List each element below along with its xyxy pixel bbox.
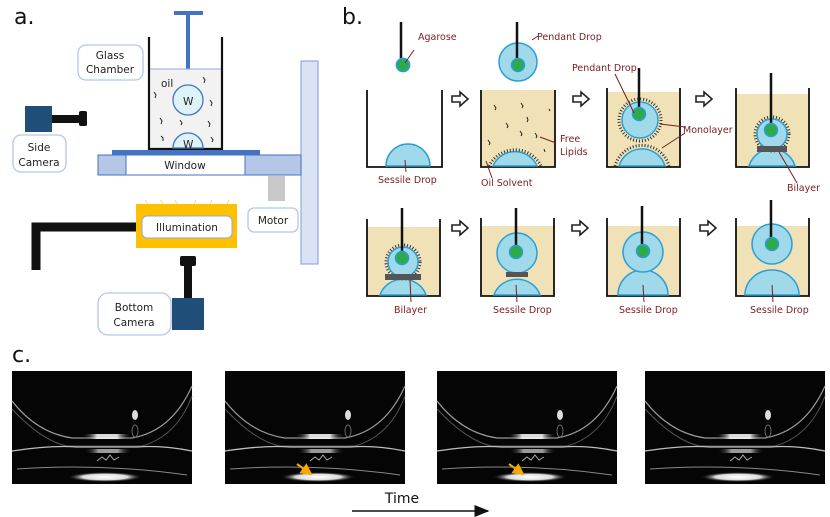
motor-shaft	[268, 176, 285, 201]
glass-chamber	[147, 37, 224, 151]
pendant-drop-label-2: Pendant Drop	[572, 63, 637, 74]
side-camera-lens	[79, 111, 87, 126]
panel-a-label: a.	[14, 5, 34, 30]
water-top-label: W	[183, 96, 194, 108]
panel-c-label: c.	[12, 343, 31, 368]
step-4: Bilayer	[735, 73, 820, 194]
panel-b-label: b.	[342, 5, 363, 30]
plunger-handle	[174, 11, 203, 15]
stage-plate	[112, 150, 260, 155]
side-camera-label-1: Side	[28, 142, 51, 154]
illumination-arm	[31, 222, 136, 270]
sessile-drop	[385, 143, 431, 167]
glass-chamber-label-1: Glass	[96, 50, 124, 62]
oil-label: oil	[161, 78, 173, 90]
free-lipids	[487, 102, 551, 153]
step-7: Sessile Drop	[606, 206, 681, 316]
side-camera	[25, 106, 52, 132]
microscopy-frame	[436, 371, 618, 484]
bottom-camera-label-2: Camera	[113, 317, 154, 329]
step-2: Pendant Drop Free Lipids Oil Solvent	[480, 22, 602, 189]
microscopy-frame	[11, 371, 193, 484]
free-lipids-label-1: Free	[560, 134, 580, 145]
bilayer-label-2: Bilayer	[394, 305, 427, 316]
plunger-rod	[186, 14, 190, 86]
bottom-camera-lens	[180, 256, 196, 266]
free-lipids-label-2: Lipids	[560, 147, 588, 158]
illumination-label: Illumination	[156, 222, 218, 234]
sessile-drop-label-2: Sessile Drop	[493, 305, 552, 316]
light-rays	[144, 199, 230, 205]
arrow-1	[451, 91, 469, 107]
glass-chamber-callout	[77, 44, 144, 81]
side-camera-callout	[12, 134, 67, 173]
arrow-3	[695, 91, 713, 107]
microscopy-frame	[644, 371, 826, 484]
arrow-4	[451, 220, 469, 236]
panel-a: a. oil W W Glass Chamber Window	[12, 5, 319, 336]
bottom-camera-label-1: Bottom	[115, 302, 154, 314]
microscopy-frame	[224, 371, 406, 484]
highlight-arrow	[508, 463, 525, 476]
motor-label: Motor	[258, 215, 289, 227]
lipid-marks	[153, 76, 214, 143]
step-5: Bilayer	[366, 208, 441, 316]
step-6: Sessile Drop	[480, 208, 555, 316]
water-drop-bottom	[172, 132, 204, 149]
arrow-2	[572, 91, 590, 107]
agarose-bead	[395, 57, 411, 73]
pendant-drop-label-1: Pendant Drop	[537, 32, 602, 43]
bottom-camera-callout	[97, 292, 172, 336]
step-1: Agarose Sessile Drop	[366, 22, 457, 186]
agarose-label: Agarose	[418, 32, 457, 43]
time-label: Time	[384, 491, 419, 507]
sessile-drop-label-4: Sessile Drop	[750, 305, 809, 316]
motor-callout	[247, 207, 299, 233]
arrow-5	[571, 220, 589, 236]
support-pillar	[300, 60, 319, 265]
window	[125, 154, 246, 176]
window-label: Window	[164, 160, 206, 172]
glass-chamber-label-2: Chamber	[86, 64, 135, 76]
panel-b: b. Agarose Sessile Drop	[342, 5, 820, 316]
empty-chamber	[366, 90, 443, 168]
highlight-arrow	[296, 463, 313, 476]
side-camera-label-2: Camera	[18, 157, 59, 169]
sessile-drop-label: Sessile Drop	[378, 175, 437, 186]
bottom-camera	[172, 298, 204, 330]
bilayer-label-1: Bilayer	[787, 183, 820, 194]
monolayer-label: Monolayer	[683, 125, 733, 136]
sessile-drop	[491, 150, 539, 167]
water-drop-top	[172, 84, 204, 116]
arrow-6	[699, 220, 717, 236]
oil-solvent-label: Oil Solvent	[481, 178, 533, 189]
water-bottom-label: W	[183, 139, 194, 151]
step-8: Sessile Drop	[735, 200, 810, 316]
sessile-drop-label-3: Sessile Drop	[619, 305, 678, 316]
step-3: Pendant Drop Monolayer	[572, 63, 733, 168]
panel-c: c. Time	[11, 343, 826, 517]
